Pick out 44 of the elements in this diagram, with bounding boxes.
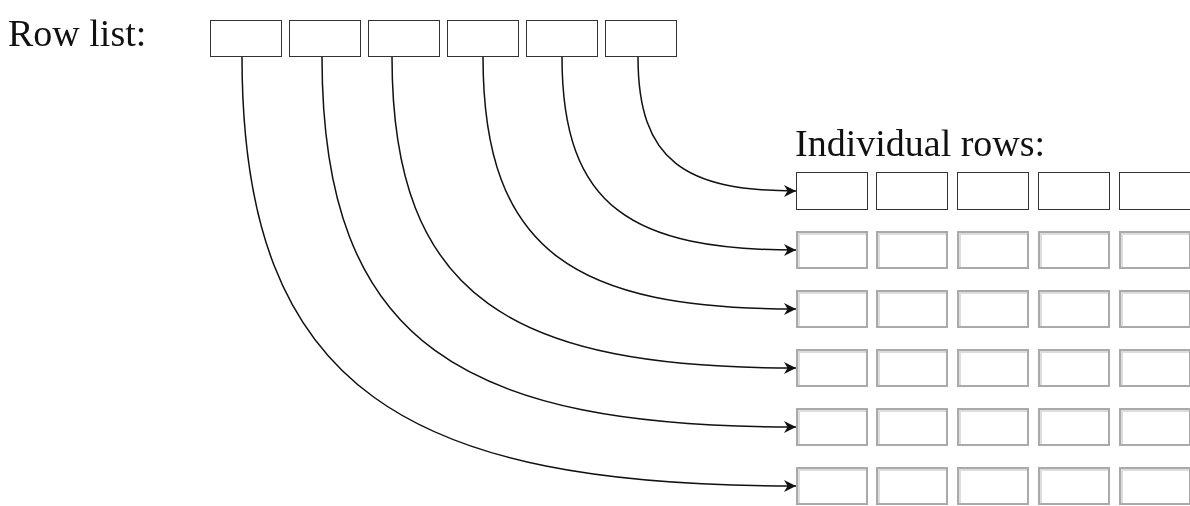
table-cell <box>526 20 598 57</box>
table-cell <box>1038 408 1110 446</box>
table-cell <box>957 408 1029 446</box>
table-cell <box>1119 408 1190 446</box>
table-cell <box>957 172 1029 210</box>
arrow <box>561 56 797 256</box>
table-cell <box>957 231 1029 269</box>
table-cell <box>876 467 948 505</box>
table-cell <box>957 349 1029 387</box>
table-cell <box>796 349 868 387</box>
table-cell <box>796 231 868 269</box>
table-cell <box>1119 467 1190 505</box>
arrow <box>321 56 797 433</box>
table-cell <box>1038 467 1110 505</box>
section-label: Row list: <box>8 14 147 52</box>
table-cell <box>605 20 677 57</box>
table-cell <box>876 172 948 210</box>
table-cell <box>1038 349 1110 387</box>
table-cell <box>210 20 282 57</box>
table-cell <box>796 467 868 505</box>
table-cell <box>1038 231 1110 269</box>
table-cell <box>1119 349 1190 387</box>
section-label: Individual rows: <box>795 124 1046 162</box>
arrow <box>482 56 797 315</box>
table-cell <box>1038 290 1110 328</box>
table-cell <box>876 231 948 269</box>
arrow <box>241 56 797 492</box>
table-cell <box>1119 172 1190 210</box>
table-cell <box>876 290 948 328</box>
arrow <box>637 56 797 197</box>
table-cell <box>447 20 519 57</box>
table-cell <box>368 20 440 57</box>
table-cell <box>876 408 948 446</box>
table-cell <box>796 172 868 210</box>
table-cell <box>876 349 948 387</box>
table-cell <box>1038 172 1110 210</box>
table-cell <box>289 20 361 57</box>
table-cell <box>796 290 868 328</box>
table-cell <box>796 408 868 446</box>
table-cell <box>957 290 1029 328</box>
table-cell <box>1119 290 1190 328</box>
table-cell <box>957 467 1029 505</box>
arrow <box>391 56 797 374</box>
table-cell <box>1119 231 1190 269</box>
